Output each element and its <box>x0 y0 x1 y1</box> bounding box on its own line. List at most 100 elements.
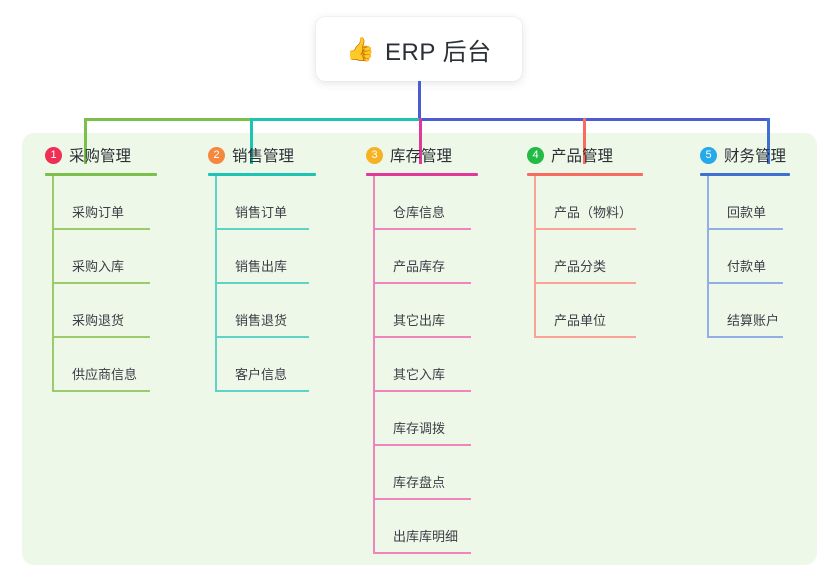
menu-item[interactable]: 供应商信息 <box>45 338 157 392</box>
menu-item-label: 采购订单 <box>72 205 125 220</box>
menu-item[interactable]: 销售订单 <box>208 176 316 230</box>
menu-item[interactable]: 付款单 <box>700 230 790 284</box>
menu-item[interactable]: 产品库存 <box>366 230 478 284</box>
menu-item[interactable]: 客户信息 <box>208 338 316 392</box>
menu-item-rule <box>373 552 471 554</box>
menu-item[interactable]: 库存盘点 <box>366 446 478 500</box>
menu-item-rule <box>52 336 150 338</box>
column-title-1: 采购管理 <box>69 148 132 165</box>
menu-item-rule <box>373 336 471 338</box>
column-badge-5: 5 <box>700 146 717 164</box>
stub-column-4 <box>583 118 586 164</box>
stub-column-2 <box>250 118 253 164</box>
menu-item-rule <box>52 228 150 230</box>
menu-item-rule <box>52 282 150 284</box>
column-header-rule-2 <box>208 173 316 176</box>
menu-item-rule <box>215 390 309 392</box>
menu-item[interactable]: 库存调拨 <box>366 392 478 446</box>
menu-item-label: 采购退货 <box>72 313 125 328</box>
menu-item[interactable]: 采购入库 <box>45 230 157 284</box>
menu-item[interactable]: 其它出库 <box>366 284 478 338</box>
column-header-1[interactable]: 1 采购管理 <box>45 142 157 168</box>
menu-item-label: 客户信息 <box>235 367 288 382</box>
menu-item[interactable]: 销售出库 <box>208 230 316 284</box>
menu-item-label: 出库库明细 <box>393 529 459 544</box>
menu-item-rule <box>707 228 783 230</box>
menu-item-rule <box>373 444 471 446</box>
column-spine-3 <box>373 176 375 554</box>
menu-item[interactable]: 采购退货 <box>45 284 157 338</box>
column-badge-3: 3 <box>366 146 383 164</box>
menu-item-label: 销售退货 <box>235 313 288 328</box>
menu-item[interactable]: 产品分类 <box>527 230 643 284</box>
column-items-2: 销售订单销售出库销售退货客户信息 <box>208 176 316 392</box>
root-title-card: 👍 ERP 后台 <box>316 17 522 81</box>
content-panel <box>22 133 817 565</box>
column-badge-1: 1 <box>45 146 62 164</box>
column-badge-4: 4 <box>527 146 544 164</box>
menu-item-label: 产品单位 <box>554 313 607 328</box>
menu-item-rule <box>373 228 471 230</box>
bus-segment-3 <box>419 118 770 121</box>
column-header-2[interactable]: 2 销售管理 <box>208 142 316 168</box>
menu-item-rule <box>52 390 150 392</box>
menu-item[interactable]: 结算账户 <box>700 284 790 338</box>
column-spine-2 <box>215 176 217 392</box>
column-2: 2 销售管理销售订单销售出库销售退货客户信息 <box>208 142 316 392</box>
menu-item-rule <box>534 336 636 338</box>
menu-item[interactable]: 仓库信息 <box>366 176 478 230</box>
menu-item-label: 回款单 <box>727 205 767 220</box>
trunk-connector-line <box>418 81 421 120</box>
menu-item-rule <box>215 282 309 284</box>
menu-item[interactable]: 其它入库 <box>366 338 478 392</box>
column-badge-2: 2 <box>208 146 225 164</box>
menu-item-label: 结算账户 <box>727 313 780 328</box>
column-spine-1 <box>52 176 54 392</box>
menu-item-rule <box>373 282 471 284</box>
menu-item-rule <box>373 498 471 500</box>
menu-item[interactable]: 销售退货 <box>208 284 316 338</box>
menu-item-label: 其它入库 <box>393 367 446 382</box>
menu-item-label: 库存调拨 <box>393 421 446 436</box>
bus-segment-2 <box>250 118 419 121</box>
menu-item-label: 库存盘点 <box>393 475 446 490</box>
menu-item-rule <box>215 336 309 338</box>
menu-item-label: 产品库存 <box>393 259 446 274</box>
menu-item-label: 产品（物料） <box>554 205 633 220</box>
column-items-5: 回款单付款单结算账户 <box>700 176 790 338</box>
menu-item-label: 销售订单 <box>235 205 288 220</box>
menu-item[interactable]: 产品单位 <box>527 284 643 338</box>
menu-item[interactable]: 回款单 <box>700 176 790 230</box>
menu-item-rule <box>534 228 636 230</box>
menu-item[interactable]: 产品（物料） <box>527 176 643 230</box>
column-header-rule-1 <box>45 173 157 176</box>
column-items-3: 仓库信息产品库存其它出库其它入库库存调拨库存盘点出库库明细 <box>366 176 478 554</box>
menu-item-rule <box>215 228 309 230</box>
column-4: 4 产品管理产品（物料） 产品分类产品单位 <box>527 142 643 338</box>
menu-item-label: 销售出库 <box>235 259 288 274</box>
page-title: ERP 后台 <box>385 38 492 66</box>
column-items-1: 采购订单采购入库采购退货供应商信息 <box>45 176 157 392</box>
column-header-rule-4 <box>527 173 643 176</box>
menu-item-label: 供应商信息 <box>72 367 138 382</box>
column-spine-5 <box>707 176 709 338</box>
column-title-4: 产品管理 <box>551 148 614 165</box>
column-title-2: 销售管理 <box>232 148 295 165</box>
thumbs-up-icon: 👍 <box>346 35 376 62</box>
column-header-rule-5 <box>700 173 790 176</box>
menu-item-rule <box>707 282 783 284</box>
column-header-rule-3 <box>366 173 478 176</box>
menu-item-label: 产品分类 <box>554 259 607 274</box>
column-header-4[interactable]: 4 产品管理 <box>527 142 643 168</box>
menu-item-label: 采购入库 <box>72 259 125 274</box>
column-spine-4 <box>534 176 536 338</box>
menu-item[interactable]: 出库库明细 <box>366 500 478 554</box>
menu-item[interactable]: 采购订单 <box>45 176 157 230</box>
menu-item-rule <box>707 336 783 338</box>
column-items-4: 产品（物料） 产品分类产品单位 <box>527 176 643 338</box>
